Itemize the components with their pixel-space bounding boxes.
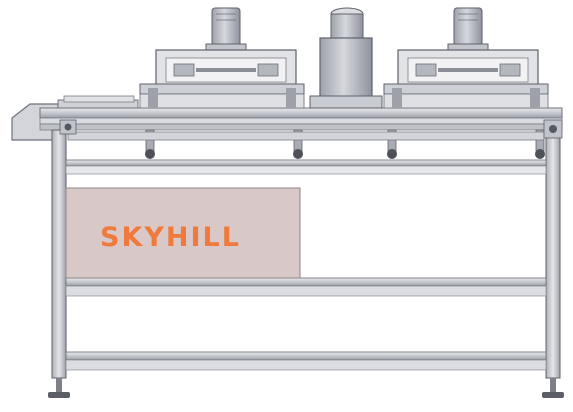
brand-logo-text: SKYHILL: [100, 222, 241, 253]
right-head-unit: [383, 7, 549, 159]
left-head-unit: [139, 7, 305, 159]
center-motor: [309, 7, 383, 109]
top-rail: [39, 107, 563, 131]
leveling-feet: [48, 378, 564, 398]
logo-panel: [65, 187, 301, 279]
